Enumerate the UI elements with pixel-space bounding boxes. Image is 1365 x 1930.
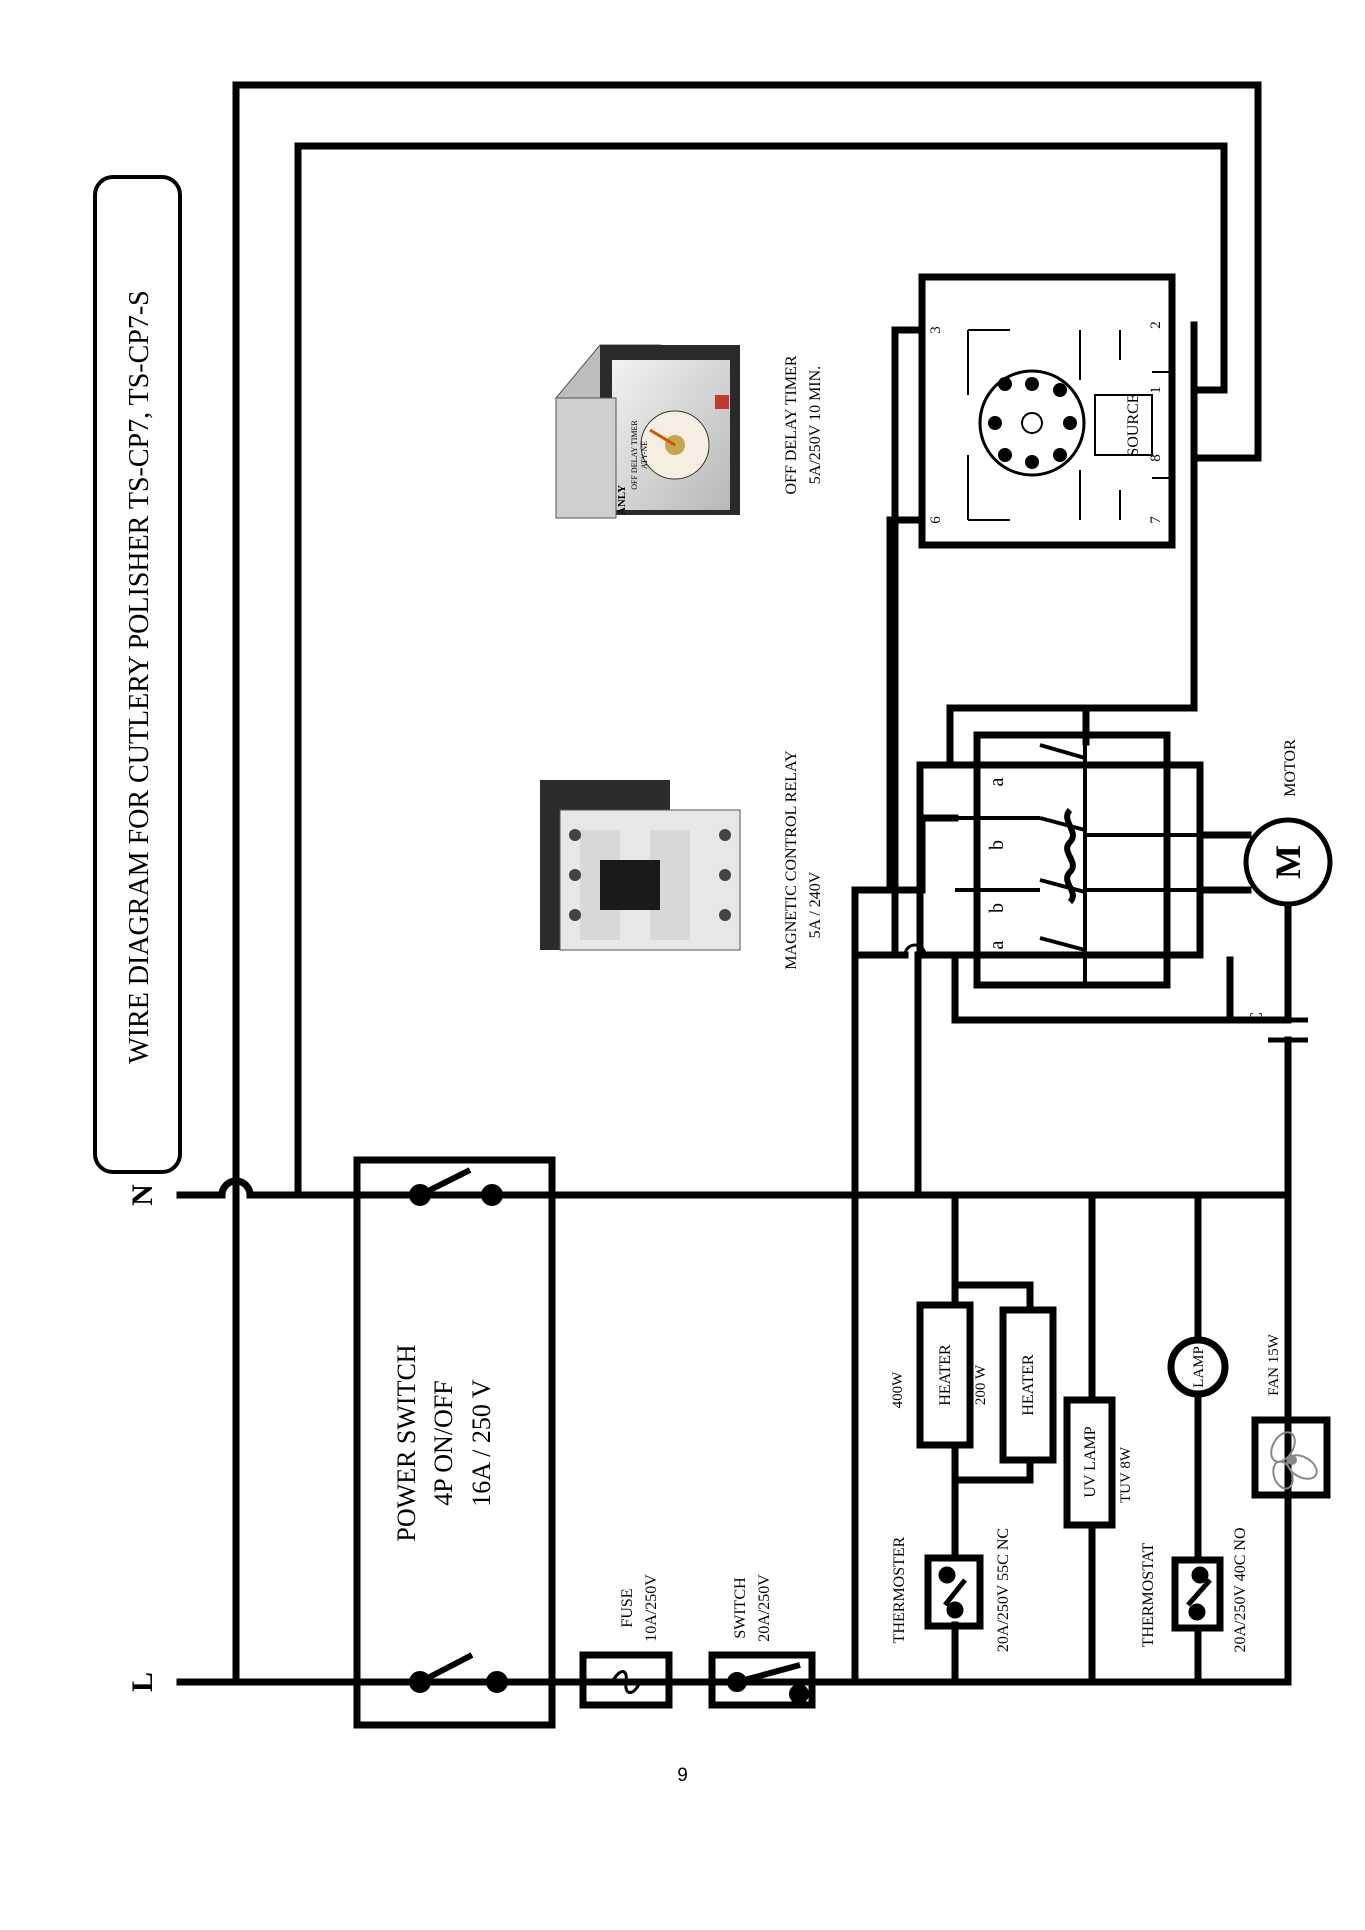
timer-pin-dots: [988, 377, 1077, 469]
fuse-rating: 10A/250V: [643, 1574, 660, 1642]
lamp-circle: [1167, 1336, 1229, 1398]
relay-contact-b2: [1039, 878, 1086, 894]
timer-box: [918, 273, 1176, 549]
terminal-l: L: [126, 1672, 159, 1692]
relay-outer-frame: [916, 761, 1204, 959]
timer-internal-wiring: [967, 329, 1172, 521]
timer-photo: ANLY OFF DELAY TIMER ATY-NE: [554, 344, 740, 519]
thermostat2-pin-a: [1191, 1566, 1209, 1584]
thermostat1-name: THERMOSTER: [891, 1536, 908, 1643]
relay-contact-a2: [1039, 936, 1086, 952]
relay-label-b-bottom: b: [986, 903, 1008, 913]
switch-contact-b: [789, 1684, 809, 1704]
power-switch-l-blade: [418, 1652, 474, 1685]
relay-to-timer-wire: [851, 814, 959, 959]
relay-wire-hop: [903, 943, 927, 956]
lamp-name: LAMP: [1191, 1346, 1207, 1388]
power-switch-n-contact-b: [481, 1184, 503, 1206]
timer-pin-3: 3: [928, 326, 944, 334]
fuse-symbol: [590, 1670, 662, 1694]
timer-pin7-wire: [946, 516, 1198, 769]
title-box: [93, 175, 182, 1174]
switch-name: SWITCH: [732, 1577, 749, 1639]
timer-photo-brand: ANLY: [616, 485, 628, 515]
power-switch-box: [353, 1156, 556, 1729]
thermostat2-box: [1171, 1556, 1224, 1632]
power-switch-line3: 16A / 250 V: [467, 1379, 496, 1507]
thermostat1-pin-b: [946, 1601, 964, 1619]
page-number: 9: [677, 1765, 688, 1786]
relay-coil: [1064, 807, 1076, 905]
relay-photo: [540, 780, 741, 951]
capacitor-name: C: [1246, 1012, 1266, 1024]
timer-pin-7: 7: [1148, 516, 1164, 524]
uv-lamp-box: [1063, 1396, 1116, 1529]
heater2-top-wire: [951, 1281, 1034, 1314]
power-switch-line2: 4P ON/OFF: [429, 1380, 458, 1505]
fuse-name: FUSE: [619, 1588, 636, 1627]
timer-pin-6: 6: [928, 516, 944, 524]
timer-pin-8: 8: [1148, 454, 1164, 462]
uv-lamp-name: UV LAMP: [1082, 1426, 1099, 1497]
thermostat2-blade: [1186, 1578, 1212, 1607]
heater1-box: [916, 1301, 974, 1449]
timer-name: OFF DELAY TIMER: [783, 355, 800, 494]
fan-icon: [1270, 1431, 1318, 1490]
motor-name: MOTOR: [1282, 739, 1299, 797]
relay-bottom-wire: [951, 951, 1234, 1024]
motor-circle: [1243, 817, 1333, 907]
thermostat1-pin-a: [938, 1566, 956, 1584]
power-switch-l-contact-b: [486, 1671, 508, 1693]
outer-wire-live: [232, 81, 1262, 1686]
capacitor-symbol: [1268, 1017, 1308, 1043]
fan-box: [1251, 1416, 1331, 1499]
power-switch-line1: POWER SWITCH: [392, 1344, 421, 1541]
timer-pin-2: 2: [1148, 321, 1164, 329]
relay-contact-b1: [1039, 816, 1086, 832]
heater2-power: 200 W: [973, 1364, 989, 1405]
terminal-n: N: [126, 1184, 159, 1206]
relay-label-a-bottom: a: [986, 940, 1008, 949]
switch-blade: [736, 1662, 801, 1685]
relay-inner-frame: [973, 731, 1171, 989]
timer-source-label: SOURCE: [1125, 393, 1142, 456]
timer-photo-model: ATY-NE: [640, 441, 649, 469]
switch-box: [708, 1651, 816, 1709]
motor-symbol: M: [1268, 845, 1308, 879]
heater1-name: HEATER: [937, 1344, 954, 1406]
relay-label-a-top: a: [986, 777, 1008, 786]
thermostat1-box: [924, 1554, 984, 1630]
timer-pin6-wire: [886, 516, 926, 894]
heater1-power: 400W: [890, 1371, 906, 1409]
thermostat1-rating: 20A/250V 55C NC: [995, 1528, 1012, 1652]
timer-rating: 5A/250V 10 MIN.: [807, 366, 824, 484]
neutral-rail: [176, 1177, 1292, 1199]
thermostat2-rating: 20A/250V 40C NO: [1232, 1527, 1249, 1652]
relay-name: MAGNETIC CONTROL RELAY: [783, 750, 800, 970]
uv-lamp-power: TUV 8W: [1118, 1446, 1134, 1503]
timer-photo-text: OFF DELAY TIMER: [630, 420, 639, 490]
fan-name: FAN 15W: [1266, 1333, 1282, 1396]
timer-pin-1: 1: [1148, 386, 1164, 394]
heater-bottom-wire: [951, 1441, 1034, 1484]
relay-label-b-top: b: [986, 840, 1008, 850]
heater2-box: [999, 1306, 1057, 1464]
thermostat2-name: THERMOSTAT: [1140, 1543, 1157, 1648]
relay-contact-a1: [1039, 743, 1086, 760]
power-switch-n-blade: [418, 1167, 472, 1198]
timer-pin3-wire: [891, 326, 926, 959]
thermostat1-blade: [943, 1578, 967, 1607]
switch-rating: 20A/250V: [756, 1574, 773, 1642]
title: WIRE DIAGRAM FOR CUTLERY POLISHER TS-CP7…: [124, 290, 155, 1063]
outer-wire-neutral: [294, 142, 1228, 1199]
heater2-name: HEATER: [1020, 1354, 1037, 1416]
fuse-box: [579, 1651, 673, 1709]
relay-rating: 5A / 240V: [807, 871, 824, 938]
thermostat2-pin-b: [1188, 1603, 1206, 1621]
